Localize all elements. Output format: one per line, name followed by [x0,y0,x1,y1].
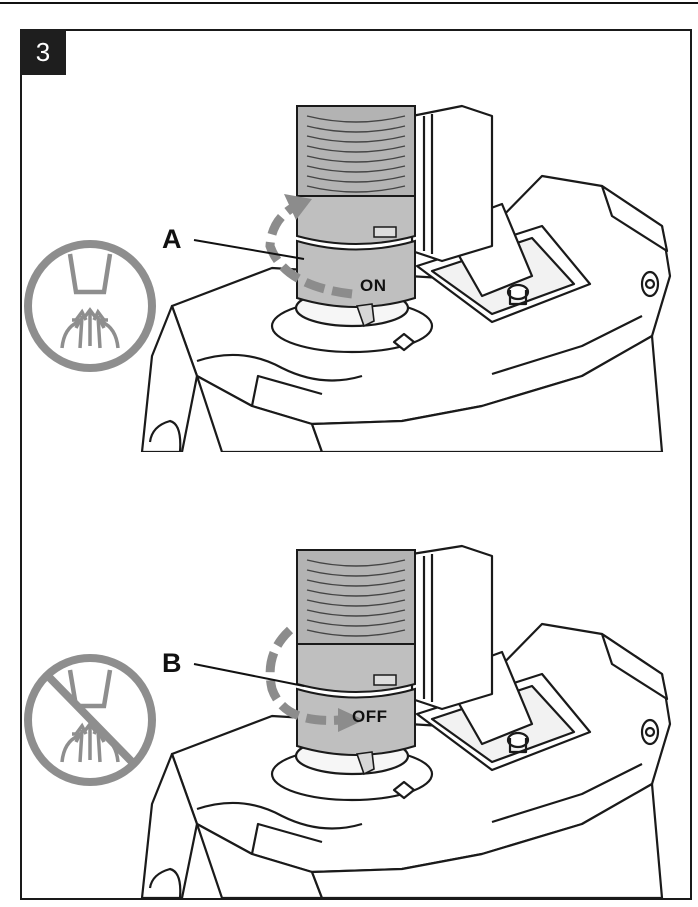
prohibition-slash [45,673,137,767]
figure-frame [20,29,692,900]
rotate-arrow-icon [265,626,341,725]
callout-letter-b: B [162,648,182,678]
latch-knob [506,283,530,301]
position-marker [392,332,416,352]
vacuum-illustration-bottom: OFF B [24,544,672,898]
hose-assembly [296,549,416,776]
collar-label-on: ON [360,276,387,295]
panel-suction-on: ON A [22,76,690,452]
cuff-slot [373,226,397,238]
rotating-collar [296,239,416,308]
collar-label-off: OFF [352,707,388,726]
page-top-rule [0,2,698,4]
step-number-badge: 3 [20,29,66,75]
suction-off-icon [24,654,156,786]
machine-front-face [140,304,199,452]
rotate-arrowhead [284,194,312,220]
vacuum-illustration-top: ON A [24,104,672,452]
machine-side-face [310,334,664,452]
callout-leader-a [193,239,305,260]
panel-suction-off: OFF B [22,524,690,898]
rotate-arrow-icon [265,199,353,299]
callout-leader-b [193,663,305,687]
suction-on-icon [24,240,156,372]
hose-assembly [296,105,416,328]
rotate-arrowhead [338,708,364,732]
callout-letter-a: A [162,224,182,254]
